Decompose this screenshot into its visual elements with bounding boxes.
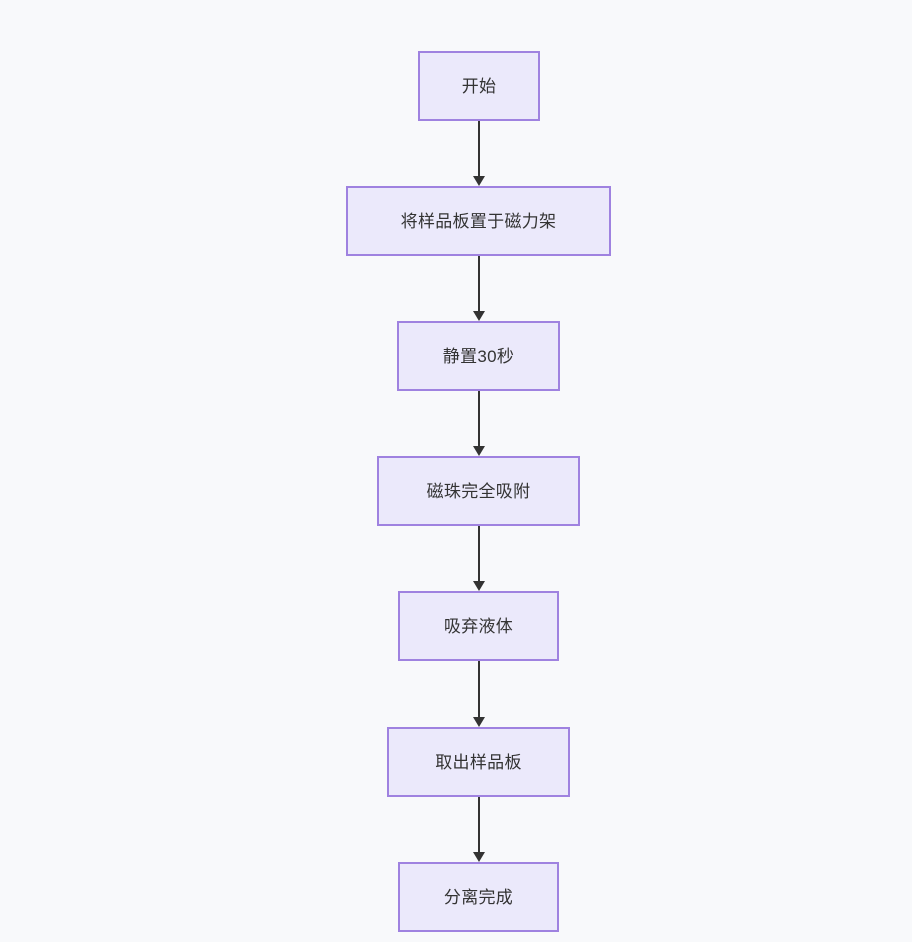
flow-node-label: 静置30秒 xyxy=(442,346,515,366)
flow-edge xyxy=(469,526,489,591)
edge-arrowhead-icon xyxy=(473,581,485,591)
flow-node-n7[interactable]: 分离完成 xyxy=(398,862,559,932)
flow-edge xyxy=(469,121,489,186)
edge-arrowhead-icon xyxy=(473,717,485,727)
edge-arrowhead-icon xyxy=(473,311,485,321)
flow-node-label: 开始 xyxy=(461,76,497,96)
flow-edge xyxy=(469,391,489,456)
edge-arrowhead-icon xyxy=(473,446,485,456)
flow-node-n4[interactable]: 磁珠完全吸附 xyxy=(377,456,580,526)
flow-edge xyxy=(469,256,489,321)
flow-node-label: 磁珠完全吸附 xyxy=(426,481,531,501)
flow-node-label: 取出样品板 xyxy=(435,752,522,772)
flow-node-n6[interactable]: 取出样品板 xyxy=(387,727,570,797)
flow-node-n1[interactable]: 开始 xyxy=(418,51,540,121)
flow-edge xyxy=(469,797,489,862)
edge-arrowhead-icon xyxy=(473,176,485,186)
flow-node-n5[interactable]: 吸弃液体 xyxy=(398,591,559,661)
edge-arrowhead-icon xyxy=(473,852,485,862)
flow-node-label: 吸弃液体 xyxy=(443,616,514,636)
flow-node-label: 分离完成 xyxy=(443,887,514,907)
flow-edge xyxy=(469,661,489,727)
flow-node-n3[interactable]: 静置30秒 xyxy=(397,321,560,391)
flow-node-label: 将样品板置于磁力架 xyxy=(400,211,557,231)
flow-node-n2[interactable]: 将样品板置于磁力架 xyxy=(346,186,611,256)
